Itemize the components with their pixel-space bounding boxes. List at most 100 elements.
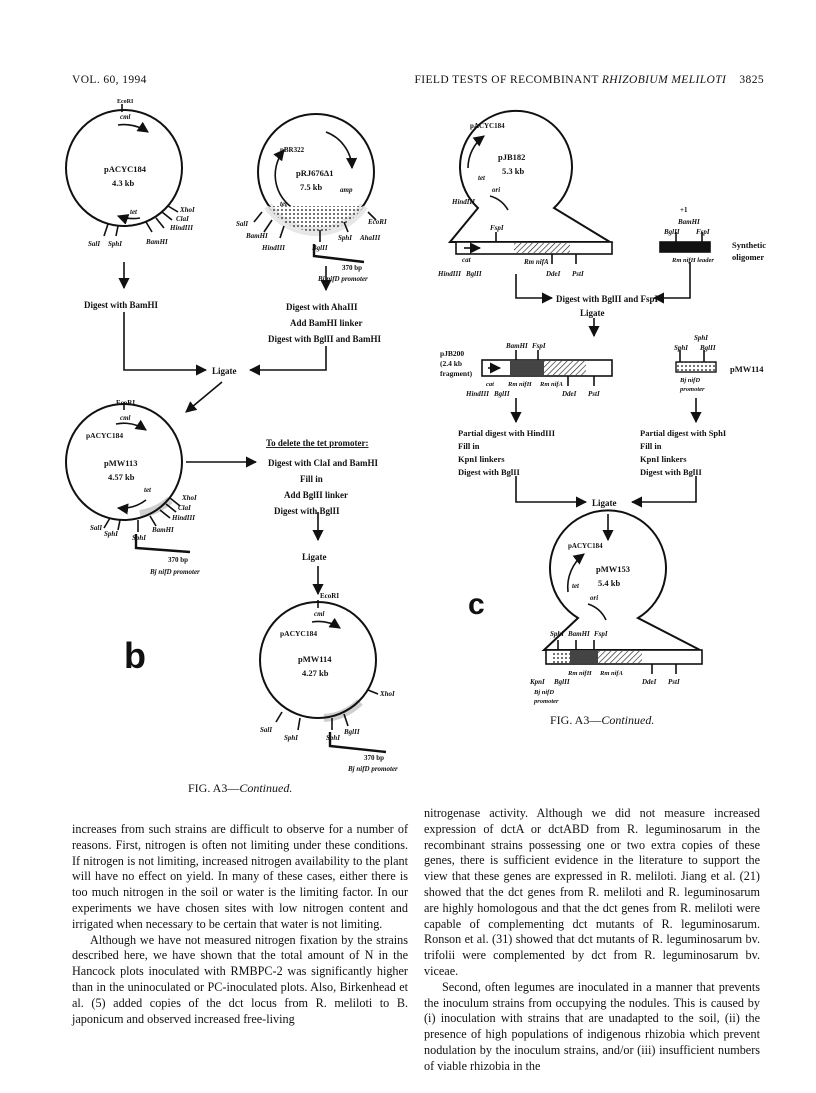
pmw114-site-3: SphI	[284, 734, 298, 742]
ligate-b2: Ligate	[302, 552, 327, 562]
pjb182-b-site-3: DdeI	[545, 270, 561, 278]
right-paragraph-2: Second, often legumes are inoculated in …	[424, 979, 760, 1073]
step-digest-bglii-fspi: Digest with BglII and FspI	[556, 294, 659, 304]
pacyc-cml-label: cml	[120, 113, 131, 121]
pjb182-ori: ori	[492, 186, 500, 194]
prj-promoter: Bj nifD promoter	[317, 275, 368, 283]
pjb200-b-1: HindIII	[465, 390, 489, 398]
pacyc-ecori-label: EcoRI	[117, 99, 134, 105]
pjb182-b-site-4: PstI	[572, 270, 584, 278]
pmw113-promoter: Bj nifD promoter	[149, 568, 200, 576]
pjb200-note-2: fragment)	[440, 369, 473, 378]
pacyc-site-4: BamHI	[145, 238, 168, 246]
pjb182-name: pJB182	[498, 152, 525, 162]
pmw113-vector: pACYC184	[86, 431, 123, 440]
running-header-volume: VOL. 60, 1994	[72, 74, 147, 86]
pmw153-tet: tet	[572, 582, 580, 590]
prj-size: 7.5 kb	[300, 182, 322, 192]
caption-b-prefix: FIG. A3—	[188, 781, 240, 795]
pacyc-size: 4.3 kb	[112, 178, 134, 188]
oligo-plus1: +1	[680, 206, 688, 214]
pjb200-b-4: PstI	[588, 390, 600, 398]
pmw153-b-3: DdeI	[641, 678, 657, 686]
prj-site-r3: AhaIII	[359, 234, 381, 242]
panel-b-letter: b	[124, 635, 146, 676]
prj-name: pRJ676Δ1	[296, 168, 333, 178]
pjb200-note-1: (2.4 kb	[440, 359, 462, 368]
steps-right-1: Partial digest with SphI	[640, 428, 727, 438]
step-right-2: Add BamHI linker	[290, 318, 363, 328]
prj-site-r2: SphI	[338, 234, 352, 242]
prj-amp-label: amp	[340, 186, 353, 194]
pjb200-top-2: FspI	[532, 342, 546, 350]
pmw153-promoter-2: promoter	[533, 698, 559, 705]
plasmid-pmw114	[259, 600, 387, 754]
oligo-bamhi: BamHI	[677, 218, 700, 226]
step-right-3: Digest with BglII and BamHI	[268, 334, 382, 344]
pmw153-top-1: SphI	[550, 630, 564, 638]
panel-c-letter: c	[468, 588, 485, 621]
pmw153-gene-1: Rm nifH	[567, 670, 593, 677]
body-column-left: increases from such strains are difficul…	[72, 822, 408, 1027]
pmw113-site-3: HindIII	[171, 514, 195, 522]
right-paragraph-1: nitrogenase activity. Although we did no…	[424, 806, 760, 978]
delete-step-1: Digest with ClaI and BamHI	[268, 458, 379, 468]
pmw114-size: 4.27 kb	[302, 668, 329, 678]
pacyc-site-5: SphI	[108, 240, 122, 248]
pacyc-site-6: SalI	[88, 240, 100, 248]
oligo-label: Rm nifH leader	[671, 257, 714, 264]
steps-right-4: Digest with BglII	[640, 467, 703, 477]
ligate-c1: Ligate	[580, 308, 605, 318]
pjb200-name: pJB200	[440, 349, 464, 358]
pjb182-vector: pACYC184	[470, 122, 505, 130]
pmw113-cml: cml	[120, 414, 131, 422]
pmw114f-site-1: SphI	[674, 344, 688, 352]
left-paragraph-2: Although we have not measured nitrogen f…	[72, 932, 408, 1026]
delete-step-2: Fill in	[300, 474, 323, 484]
header-title-text: FIELD TESTS OF RECOMBINANT	[414, 74, 602, 86]
pmw113-site-2: ClaI	[178, 504, 191, 512]
plasmid-pacyc184	[65, 104, 183, 237]
header-title-italic: RHIZOBIUM MELILOTI	[601, 74, 727, 86]
plasmid-prj676	[253, 113, 377, 264]
pmw153-gene-2: Rm nifA	[599, 670, 624, 677]
pmw113-name: pMW113	[104, 458, 138, 468]
plasmid-pjb182	[447, 109, 614, 264]
running-header-title: FIELD TESTS OF RECOMBINANT RHIZOBIUM MEL…	[414, 74, 764, 86]
steps-right-2: Fill in	[640, 441, 662, 451]
delete-step-3: Add BglII linker	[284, 490, 348, 500]
pacyc-name: pACYC184	[104, 164, 147, 174]
ligate-c2: Ligate	[592, 498, 617, 508]
synthetic-oligomer	[659, 232, 711, 253]
pmw114f-promoter-2: promoter	[679, 386, 705, 393]
pmw113-site-6: SalI	[90, 524, 102, 532]
pmw113-site-5: SphI	[104, 530, 118, 538]
pmw114-site-1: XhoI	[379, 690, 395, 698]
left-paragraph-1: increases from such strains are difficul…	[72, 822, 408, 931]
pmw114-site-2: SalI	[260, 726, 272, 734]
pmw153-b-2: BglII	[553, 678, 570, 686]
steps-left-1: Partial digest with HindIII	[458, 428, 556, 438]
pacyc-tet-label: tet	[130, 208, 138, 216]
pacyc-site-3: HindIII	[169, 224, 193, 232]
pjb200-top-1: BamHI	[505, 342, 528, 350]
pjb200-cat: cat	[486, 381, 494, 388]
pacyc-site-2: ClaI	[176, 215, 189, 223]
pmw114f-top: SphI	[694, 334, 708, 342]
pjb200-gene-2: Rm nifA	[539, 381, 564, 388]
oligo-title-2: oligomer	[732, 252, 764, 262]
pmw153-ori: ori	[590, 594, 598, 602]
pacyc-site-1: XhoI	[179, 206, 195, 214]
pmw114-vector: pACYC184	[280, 629, 317, 638]
pmw113-fragment-bp: 370 bp	[168, 556, 188, 564]
pjb182-cat: cat	[462, 256, 472, 264]
pmw153-b-1: KpnI	[529, 678, 545, 686]
oligo-fspi: FspI	[696, 228, 710, 236]
pjb182-hindiii: HindIII	[451, 198, 475, 206]
pjb182-gene: Rm nifA	[523, 258, 549, 266]
pmw113-tet: tet	[144, 486, 152, 494]
pmw153-promoter-1: Bj nifD	[533, 689, 554, 696]
pmw153-top-3: FspI	[594, 630, 608, 638]
pmw114f-site-2: BglII	[699, 344, 716, 352]
prj-site-l3: HindIII	[261, 244, 285, 252]
